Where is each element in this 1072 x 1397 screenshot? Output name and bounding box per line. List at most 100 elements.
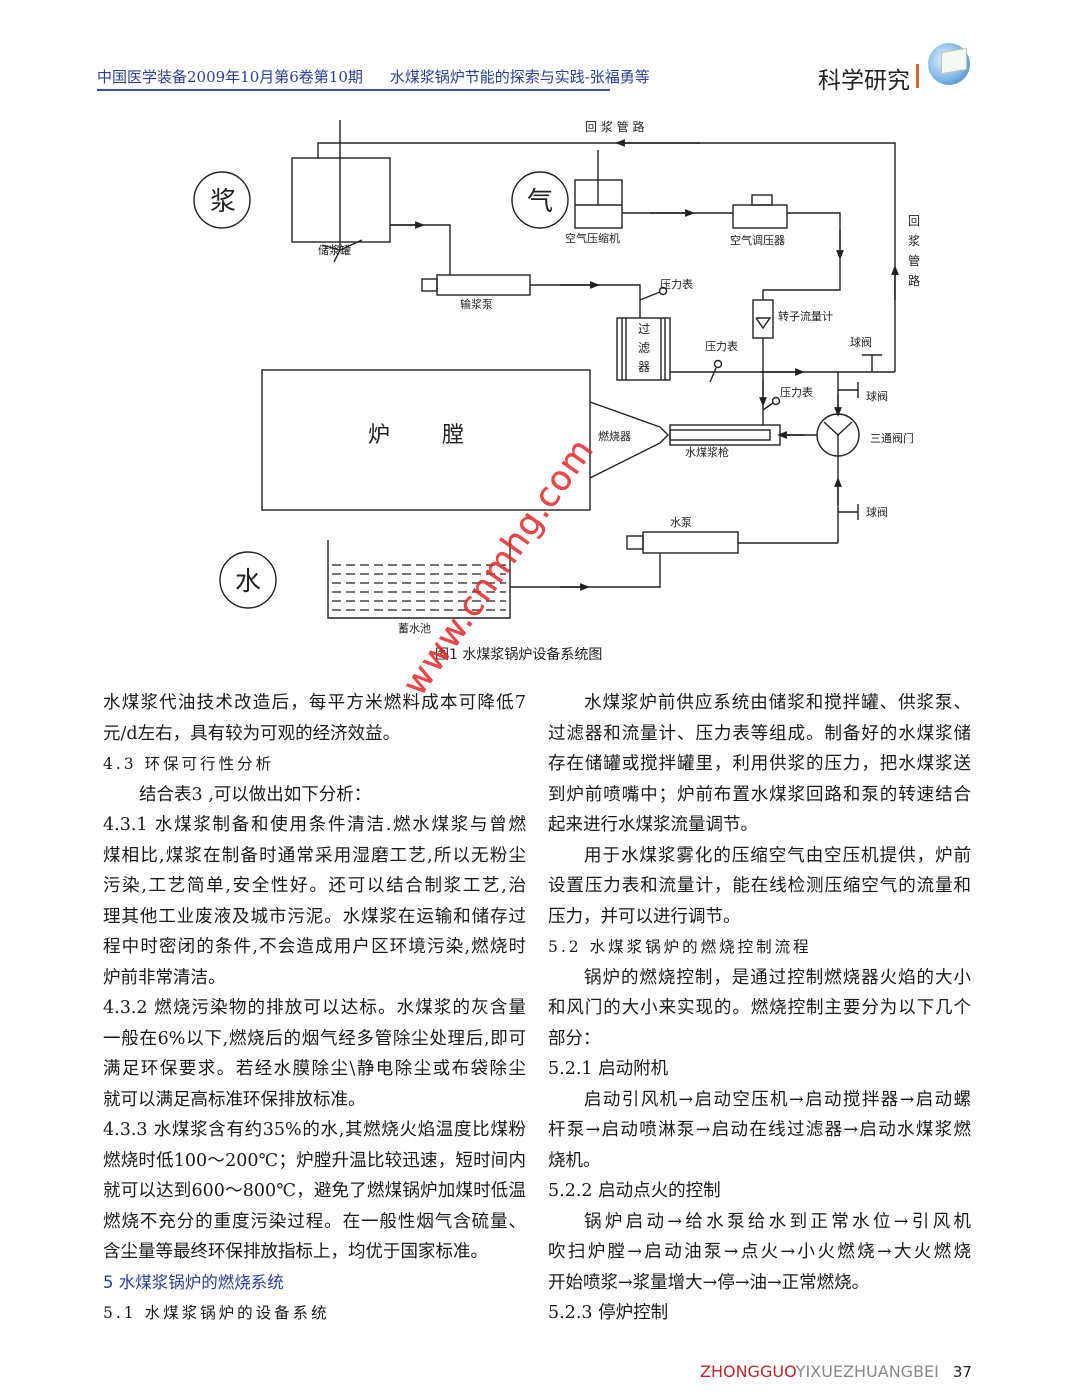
text-line: 污染,工艺简单,安全性好。还可以结合制浆工艺,治 — [103, 876, 526, 896]
running-header: 中国医学装备2009年10月第6卷第10期 水煤浆锅炉节能的探索与实践-张福勇等 — [97, 66, 672, 87]
text-line: 炉前非常清洁。 — [103, 967, 226, 988]
slurry-pump-label: 输浆泵 — [460, 297, 493, 311]
text-line: 部分： — [548, 1028, 601, 1049]
air-regulator-label: 空气调压器 — [730, 233, 785, 247]
pressure-gauge-label: 压力表 — [705, 339, 738, 353]
slurry-source-icon — [193, 171, 251, 229]
furnace-label-2: 膛 — [442, 423, 464, 448]
article-title: 水煤浆锅炉节能的探索与实践-张福勇等 — [389, 68, 650, 86]
three-way-valve-icon — [816, 413, 860, 457]
furnace — [261, 369, 591, 511]
rotameter — [752, 299, 774, 339]
burner — [589, 401, 669, 479]
air-source-icon — [511, 171, 569, 229]
text-line: 煤相比,煤浆在制备时通常采用湿磨工艺,所以无粉尘 — [103, 845, 526, 866]
return-label-right: 回 浆 管 路 — [908, 214, 920, 288]
svg-text:滤: 滤 — [638, 341, 650, 355]
pressure-gauge-icon — [713, 359, 723, 369]
section-divider — [916, 64, 919, 88]
storage-tank — [291, 120, 391, 263]
text-line: 理其他工业废液及城市污泥。水煤浆在运输和储存过 — [103, 906, 526, 927]
journal-logo-icon — [928, 43, 970, 85]
text-line: 一般在6%以下,燃烧后的烟气经多管除尘处理后,即可 — [103, 1028, 526, 1049]
text-line: 满足环保要求。若经水膜除尘\静电除尘或布袋除尘 — [103, 1059, 526, 1079]
reservoir-label: 蓄水池 — [398, 622, 431, 635]
three-way-valve-label: 三通阀门 — [870, 431, 914, 445]
burner-label: 燃烧器 — [598, 429, 631, 443]
text-line: 4.3.2 燃烧污染物的排放可以达标。水煤浆的灰含量 — [103, 998, 526, 1018]
pressure-gauge-label: 压力表 — [660, 277, 693, 291]
svg-text:路: 路 — [908, 273, 920, 288]
section-heading: 5.2 水煤浆锅炉的燃烧控制流程 — [548, 938, 812, 956]
text-line: 用于水煤浆雾化的压缩空气由空压机提供，炉前 — [584, 845, 971, 866]
text-line: 开始喷浆→浆量增大→停→油→正常燃烧。 — [548, 1272, 870, 1293]
text-line: 就可以满足高标准环保排放标准。 — [103, 1089, 366, 1110]
water-pump-label: 水泵 — [670, 516, 692, 529]
return-label-top: 回 浆 管 路 — [585, 119, 644, 134]
reservoir — [327, 540, 511, 619]
text-line: 含尘量等最终环保排放指标上，均优于国家标准。 — [103, 1242, 488, 1262]
water-source-icon — [219, 551, 277, 609]
text-line: 过滤器和流量计、压力表等组成。制备好的水煤浆储 — [548, 723, 971, 744]
filter — [616, 317, 671, 381]
header-rule — [97, 89, 610, 91]
ball-valve-label: 球阀 — [866, 389, 888, 403]
return-pipeline — [317, 139, 899, 372]
water-circle-label: 水 — [235, 567, 261, 597]
pressure-gauge-label: 压力表 — [780, 385, 813, 399]
ball-valve-label: 球阀 — [850, 335, 872, 349]
svg-text:回: 回 — [908, 214, 920, 228]
text-line: 压力，并可以进行调节。 — [548, 906, 741, 927]
text-line: 启动引风机→启动空压机→启动搅拌器→启动螺 — [584, 1089, 971, 1110]
text-line: 元/d左右，具有较为可观的经济效益。 — [103, 723, 401, 744]
section-label: 科学研究 — [818, 68, 910, 94]
section-heading: 5.1 水煤浆锅炉的设备系统 — [103, 1304, 330, 1322]
filter-label: 过 滤 器 — [638, 322, 650, 374]
pressure-gauge-icon — [771, 396, 781, 406]
text-line: 水煤浆代油技术改造后，每平方米燃料成本可降低7 — [103, 693, 526, 713]
text-line: 和风门的大小来实现的。燃烧控制主要分为以下几个 — [548, 998, 971, 1018]
text-line: 杆泵→启动喷淋泵→启动在线过滤器→启动水煤浆燃 — [548, 1120, 971, 1140]
air-compressor — [574, 150, 623, 229]
storage-tank-label: 储浆罐 — [318, 243, 351, 257]
water-pump — [626, 531, 739, 554]
rotameter-label: 转子流量计 — [778, 309, 833, 323]
text-line: 就可以达到600～800℃，避免了燃煤锅炉加煤时低温 — [103, 1181, 526, 1201]
text-line: 程中时密闭的条件,不会造成用户区环境污染,燃烧时 — [103, 937, 526, 957]
text-line: 起来进行水煤浆流量调节。 — [548, 815, 758, 835]
pressure-gauge-icon — [658, 286, 668, 296]
text-line: 燃烧时低100～200℃；炉膛升温比较迅速，短时间内 — [103, 1150, 526, 1171]
text-line: 燃烧不充分的重度污染过程。在一般性烟气含硫量、 — [103, 1211, 526, 1232]
text-line: 5.2.2 启动点火的控制 — [548, 1181, 721, 1201]
ball-valve-label: 球阀 — [866, 505, 888, 519]
slurry-circle-label: 浆 — [210, 187, 236, 217]
air-circle-label: 气 — [527, 187, 553, 217]
text-line: 5.2.1 启动附机 — [548, 1059, 669, 1079]
text-line: 4.3.3 水煤浆含有约35%的水,其燃烧火焰温度比煤粉 — [103, 1120, 526, 1140]
slurry-pump — [421, 274, 531, 296]
text-line: 4.3.1 水煤浆制备和使用条件清洁.燃水煤浆与曾燃 — [103, 815, 526, 835]
text-line: 锅炉的燃烧控制，是通过控制燃烧器火焰的大小 — [584, 967, 971, 988]
text-line: 设置压力表和流量计，能在线检测压缩空气的流量和 — [548, 876, 971, 896]
page-footer: ZHONGGUOYIXUEZHUANGBEI 37 — [700, 1362, 972, 1381]
pipe — [390, 224, 451, 275]
air-compressor-label: 空气压缩机 — [565, 231, 620, 245]
footer-brand-gray: YIXUEZHUANGBEI — [795, 1362, 939, 1381]
svg-text:管: 管 — [908, 253, 920, 268]
air-regulator — [732, 194, 788, 229]
svg-text:过: 过 — [638, 322, 650, 336]
slurry-gun-label: 水煤浆枪 — [685, 445, 729, 459]
svg-text:器: 器 — [638, 360, 650, 374]
furnace-label-1: 炉 — [368, 423, 390, 448]
journal-issue: 中国医学装备2009年10月第6卷第10期 — [97, 68, 363, 86]
text-line: 锅炉启动→给水泵给水到正常水位→引风机 — [584, 1211, 971, 1232]
text-line: 到炉前喷嘴中；炉前布置水煤浆回路和泵的转速结合 — [548, 784, 971, 805]
footer-brand-red: ZHONGGUO — [700, 1362, 796, 1381]
text-line: 水煤浆炉前供应系统由储浆和搅拌罐、供浆泵、 — [584, 693, 971, 713]
text-line: 5.2.3 停炉控制 — [548, 1303, 669, 1323]
slurry-gun — [669, 424, 781, 446]
text-line: 存在储罐或搅拌罐里，利用供浆的压力，把水煤浆送 — [548, 754, 971, 774]
text-line: 吹扫炉膛→启动油泵→点火→小火燃烧→大火燃烧 — [548, 1242, 971, 1262]
figure-caption: 图1 水煤浆锅炉设备系统图 — [435, 646, 602, 663]
page-number: 37 — [952, 1363, 972, 1381]
